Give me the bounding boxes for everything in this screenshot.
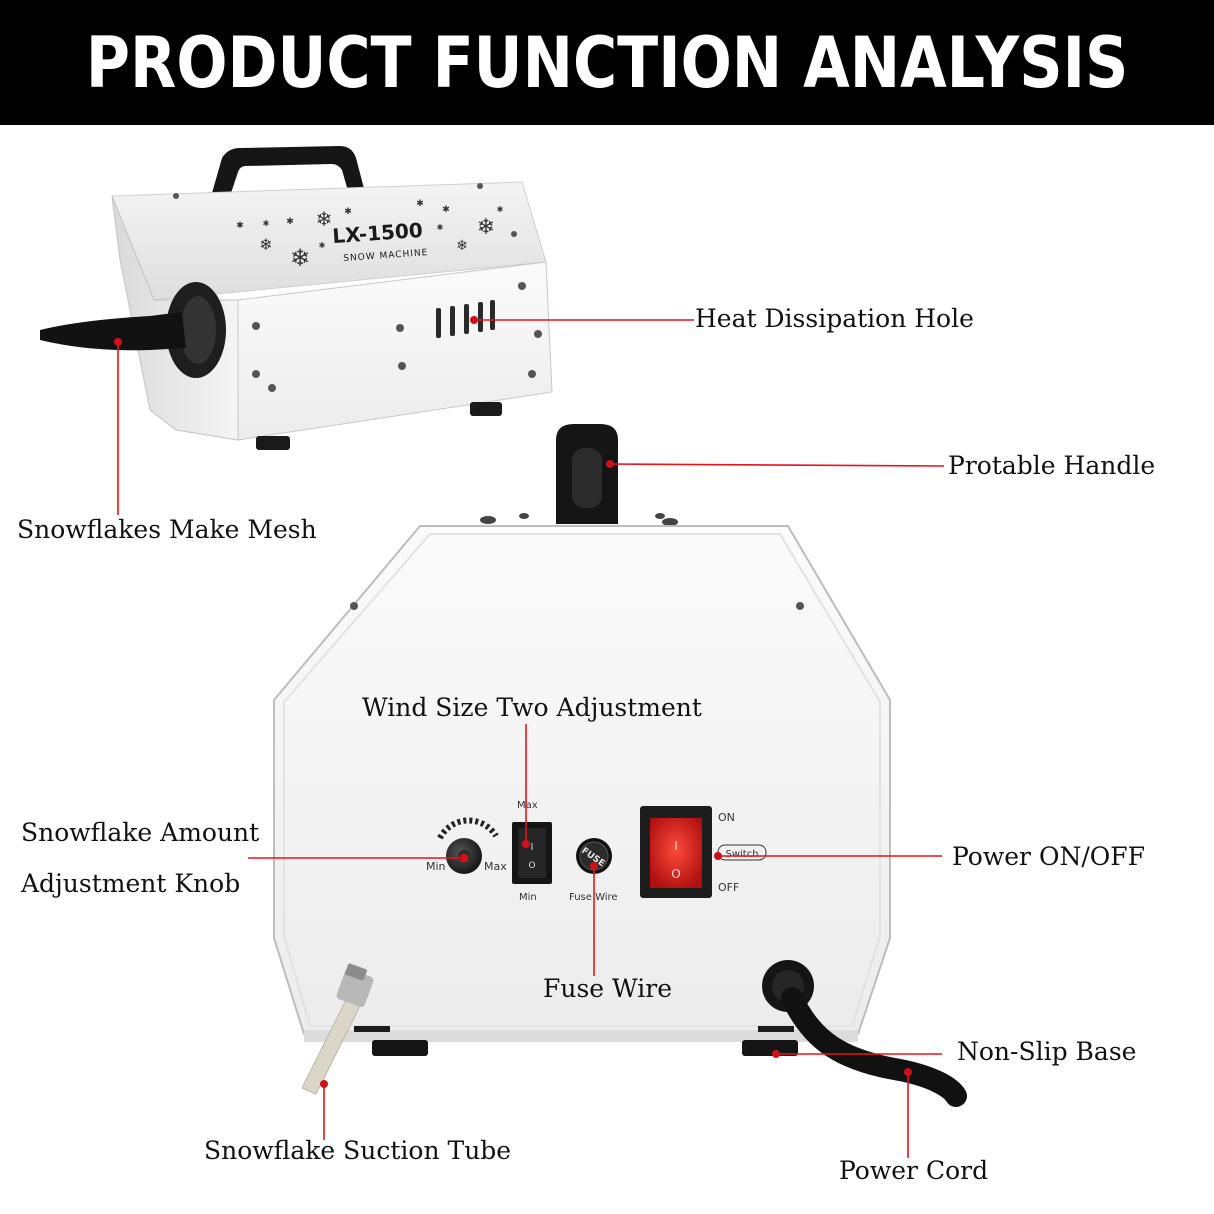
power-switch[interactable]: I O ON Switch OFF <box>640 806 767 898</box>
svg-text:❄: ❄ <box>316 207 333 231</box>
svg-text:✱: ✱ <box>416 199 424 209</box>
front-side-panel <box>237 261 553 441</box>
leader-dots <box>114 316 912 1088</box>
non-slip-foot <box>372 1040 428 1056</box>
foot <box>256 436 290 450</box>
power-on-glyph: I <box>674 839 678 853</box>
callout-suction-tube: Snowflake Suction Tube <box>204 1136 512 1165</box>
page-title: PRODUCT FUNCTION ANALYSIS <box>85 21 1129 104</box>
svg-text:❄: ❄ <box>259 235 272 254</box>
callout-fuse-wire: Fuse Wire <box>543 974 673 1003</box>
svg-text:✱: ✱ <box>442 205 450 215</box>
callout-snowflakes-make-mesh: Snowflakes Make Mesh <box>17 515 317 544</box>
rocker-min-label: Min <box>519 892 537 903</box>
nozzle <box>40 312 186 351</box>
callout-protable-handle: Protable Handle <box>948 451 1156 480</box>
suction-tube <box>301 963 374 1095</box>
svg-text:❄: ❄ <box>477 215 495 240</box>
foot <box>470 402 502 416</box>
knob-max-label: Max <box>484 860 507 873</box>
callout-power-cord: Power Cord <box>839 1156 989 1185</box>
callout-power-onoff: Power ON/OFF <box>952 842 1145 871</box>
svg-text:✱: ✱ <box>497 205 504 214</box>
front-face <box>273 525 891 1035</box>
machine-angled-view: LX-1500 SNOW MACHINE ❄ ❄ ❄ ❄ ❄ ✱ ✱ ✱ ✱ ✱… <box>40 146 553 450</box>
top-handle <box>210 146 366 202</box>
screws <box>173 183 542 392</box>
svg-text:✱: ✱ <box>286 217 294 227</box>
callout-wind-size: Wind Size Two Adjustment <box>362 693 702 722</box>
knob-min-label: Min <box>426 860 446 873</box>
callout-non-slip-base: Non-Slip Base <box>957 1037 1137 1066</box>
callout-snowflake-amount-line2: Adjustment Knob <box>21 869 241 898</box>
rocker-off-glyph: O <box>528 861 535 871</box>
svg-text:✱: ✱ <box>344 207 352 217</box>
leader-lines <box>117 319 945 1158</box>
power-on-label: ON <box>718 811 735 824</box>
bottom-base <box>304 1030 858 1042</box>
callout-heat-dissipation-hole: Heat Dissipation Hole <box>695 304 974 333</box>
rocker-max-label: Max <box>517 800 538 811</box>
machine-front-view: Min Max Max I O Min FUSE Fuse Wire I O O… <box>273 424 967 1107</box>
power-off-glyph: O <box>671 867 680 881</box>
power-cord <box>762 960 967 1107</box>
power-off-label: OFF <box>718 881 739 894</box>
rocker-on-glyph: I <box>531 842 534 853</box>
svg-text:✱: ✱ <box>437 223 444 232</box>
callout-snowflake-amount-line1: Snowflake Amount <box>21 818 260 847</box>
non-slip-foot <box>742 1040 798 1056</box>
svg-text:✱: ✱ <box>236 221 244 231</box>
snowflake-decorations: ❄ ❄ ❄ ❄ ❄ ✱ ✱ ✱ ✱ ✱ ✱ ✱ ✱ ✱ <box>236 199 503 272</box>
svg-text:❄: ❄ <box>456 238 468 254</box>
svg-text:✱: ✱ <box>319 241 326 250</box>
svg-text:❄: ❄ <box>290 244 310 272</box>
svg-text:✱: ✱ <box>263 219 270 228</box>
power-switch-label: Switch <box>725 849 758 860</box>
heat-vents <box>436 300 495 338</box>
title-banner: PRODUCT FUNCTION ANALYSIS <box>0 0 1214 125</box>
